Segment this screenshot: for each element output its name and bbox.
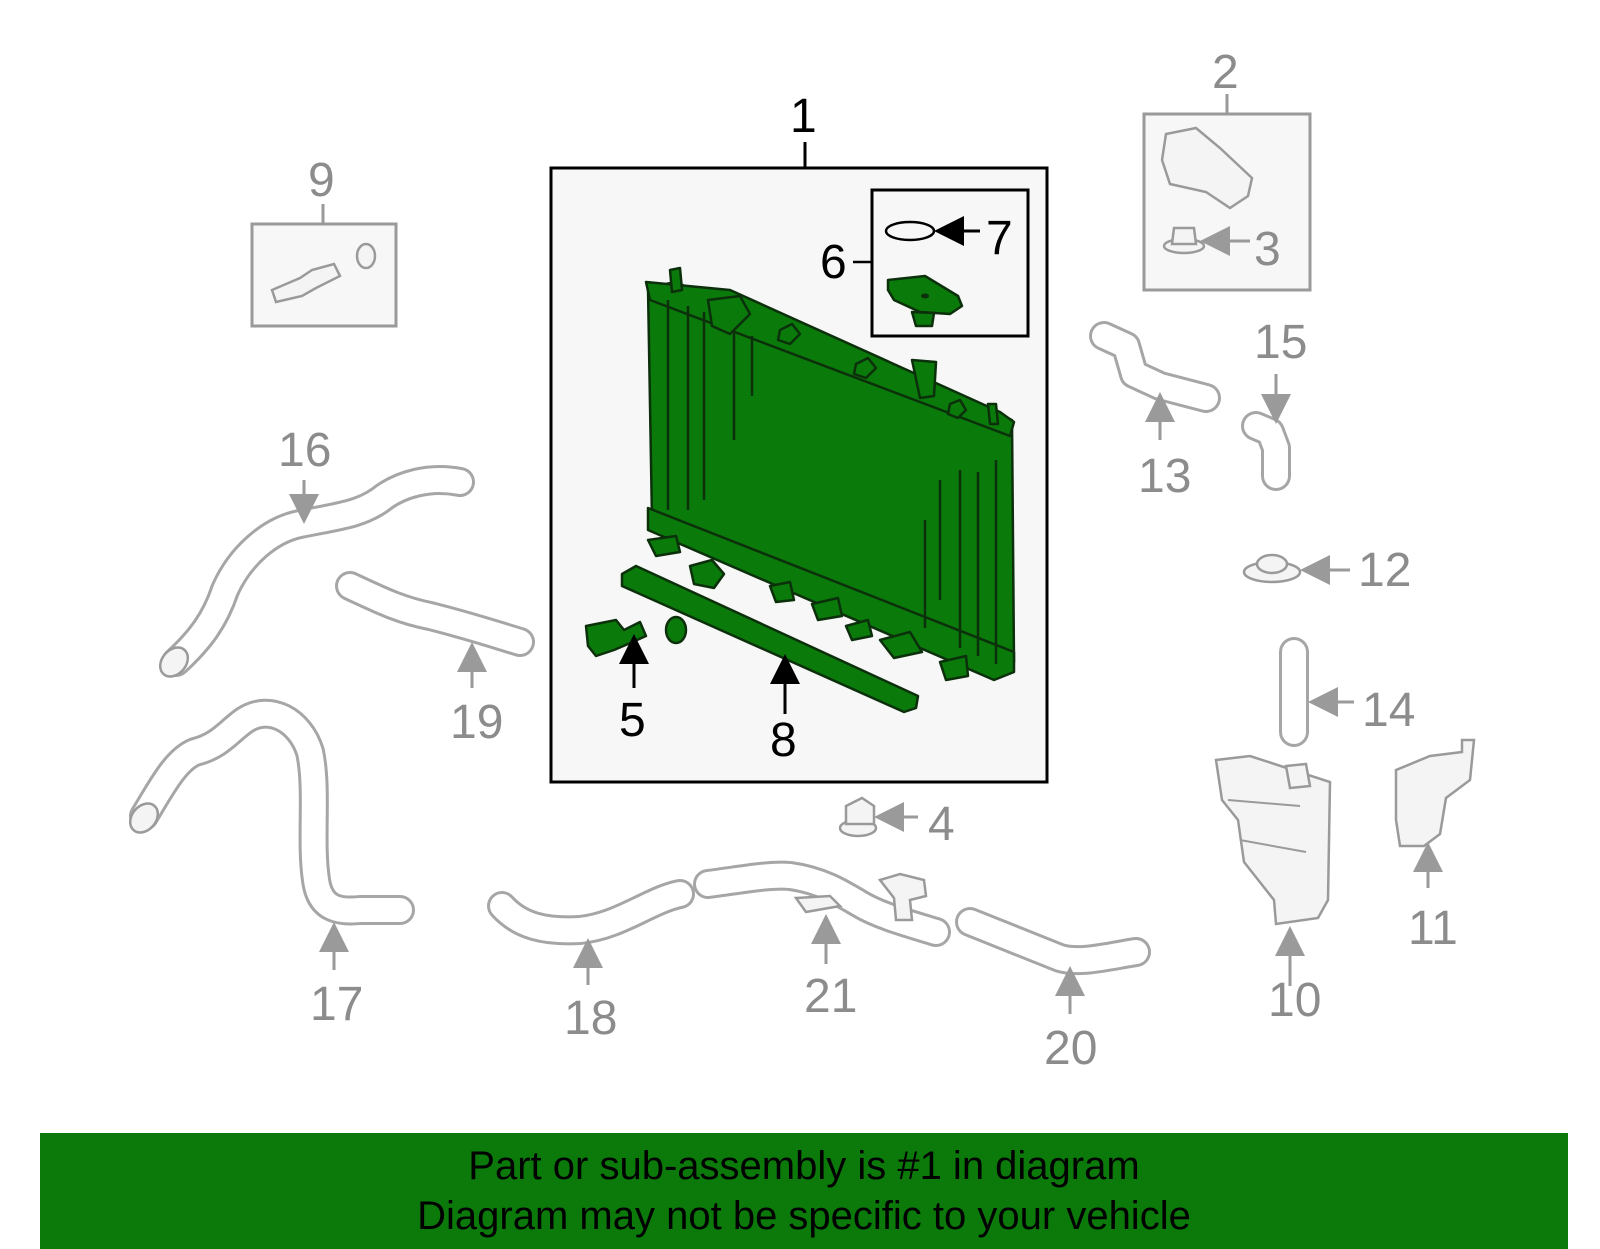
callout-19: 19 (450, 696, 503, 749)
radiator-core-icon (644, 266, 1016, 682)
callout-18: 18 (564, 992, 617, 1045)
info-banner: Part or sub-assembly is #1 in diagram Di… (40, 1133, 1568, 1249)
radiator-cap-icon (886, 274, 964, 328)
part-17-hose[interactable]: 17 (125, 698, 415, 1031)
callout-4: 4 (928, 798, 955, 851)
part-11-bracket[interactable]: 11 (1394, 738, 1476, 955)
part-13-hose[interactable]: 13 (1089, 321, 1221, 503)
callout-7: 7 (986, 212, 1013, 265)
part-14-hose[interactable]: 14 (1279, 637, 1415, 747)
part-21-pipe[interactable]: 21 (693, 860, 951, 1023)
callout-9: 9 (308, 154, 335, 207)
callout-2: 2 (1212, 46, 1239, 99)
callout-21: 21 (804, 970, 857, 1023)
part-4-clip[interactable]: 4 (838, 796, 955, 851)
callout-15: 15 (1254, 316, 1307, 369)
part-10-reservoir[interactable]: 10 (1214, 754, 1332, 1027)
callout-5: 5 (619, 694, 646, 747)
banner-line-1: Part or sub-assembly is #1 in diagram (468, 1144, 1140, 1188)
callout-20: 20 (1044, 1022, 1097, 1075)
part-18-hose[interactable]: 18 (487, 879, 695, 1045)
air-guide-icon (1160, 126, 1254, 210)
seal-strip-icon (620, 564, 920, 714)
callout-8: 8 (770, 714, 797, 767)
part-19-hose[interactable]: 19 (335, 571, 535, 749)
callout-6: 6 (820, 236, 847, 289)
callout-12: 12 (1358, 544, 1411, 597)
temperature-sensor-icon (270, 242, 377, 304)
callout-13: 13 (1138, 450, 1191, 503)
callout-10: 10 (1268, 974, 1321, 1027)
callout-3: 3 (1254, 223, 1281, 276)
callout-1: 1 (790, 90, 817, 143)
callout-14: 14 (1362, 684, 1415, 737)
part-12-grommet[interactable]: 12 (1242, 544, 1411, 597)
part-2-group[interactable]: 2 3 (1142, 46, 1312, 292)
radiator-assembly-group[interactable]: 1 6 7 (549, 90, 1049, 784)
part-20-hose[interactable]: 20 (955, 907, 1151, 1075)
callout-16: 16 (278, 424, 331, 477)
part-15-hose[interactable]: 15 (1241, 316, 1307, 491)
banner-line-2: Diagram may not be specific to your vehi… (417, 1194, 1191, 1238)
part-9-group[interactable]: 9 (250, 154, 398, 328)
callout-17: 17 (310, 978, 363, 1031)
part-16-hose[interactable]: 16 (155, 424, 475, 682)
callout-11: 11 (1408, 902, 1458, 955)
